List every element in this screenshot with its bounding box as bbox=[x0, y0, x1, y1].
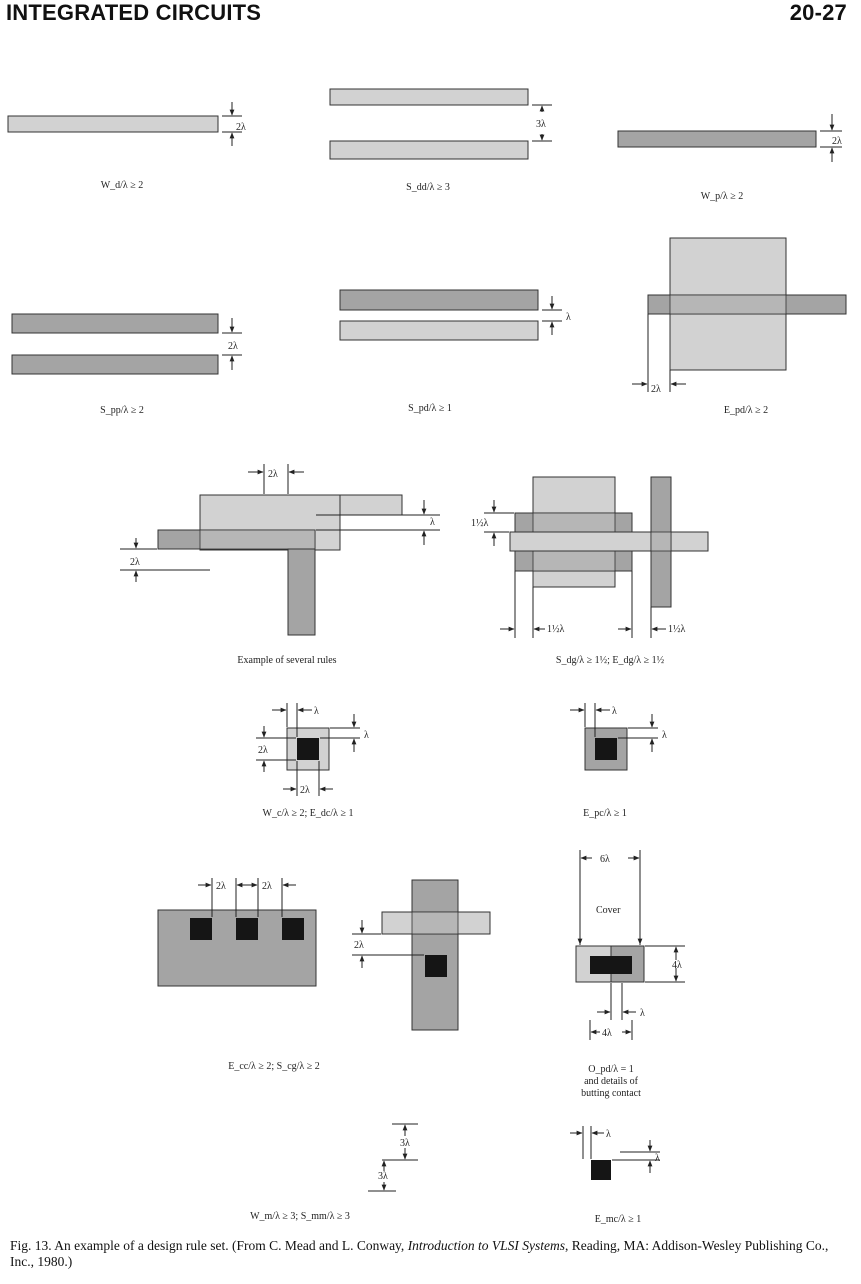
poly-leg bbox=[287, 548, 316, 636]
dim-label: 2λ bbox=[651, 384, 661, 395]
dim-label: 1½λ bbox=[547, 624, 565, 635]
dim-label: 2λ bbox=[216, 881, 226, 892]
diffusion-strip bbox=[339, 320, 539, 341]
dim-label: 2λ bbox=[130, 557, 140, 568]
dim-label: λ bbox=[606, 1129, 611, 1140]
rule-wm: 3λ 3λ W_m/λ ≥ 3; S_mm/λ ≥ 3 bbox=[250, 1123, 418, 1222]
dim-label: 2λ bbox=[258, 745, 268, 756]
dim-label: 2λ bbox=[354, 940, 364, 951]
rule-ecc: 2λ 2λ bbox=[157, 878, 317, 987]
page-number: 20-27 bbox=[789, 0, 847, 25]
dim-label: λ bbox=[364, 730, 369, 741]
rule-wp: 2λ W_p/λ ≥ 2 bbox=[617, 114, 842, 202]
contact-cut bbox=[425, 955, 447, 977]
diffusion-strip bbox=[7, 115, 219, 133]
contact-cut bbox=[297, 738, 319, 760]
dim-label: 4λ bbox=[602, 1028, 612, 1039]
dim-label: 1½λ bbox=[668, 624, 686, 635]
caption-several: Example of several rules bbox=[237, 655, 336, 666]
rule-wd: 2λ W_d/λ ≥ 2 bbox=[7, 102, 246, 191]
overlap-region bbox=[199, 529, 316, 550]
caption-spp: S_pp/λ ≥ 2 bbox=[100, 405, 144, 416]
dim-label: λ bbox=[612, 706, 617, 717]
rule-opd: 6λ Cover 4λ λ 4λ O_pd/λ = 1 and details … bbox=[575, 850, 685, 1099]
dim-label: λ bbox=[655, 1153, 660, 1164]
dim-label: 2λ bbox=[228, 341, 238, 352]
figure-caption: Fig. 13. An example of a design rule set… bbox=[10, 1238, 855, 1270]
contact-cut bbox=[595, 738, 617, 760]
contact-cut bbox=[282, 918, 304, 940]
overlap-region bbox=[669, 294, 787, 315]
caption-prefix: Fig. 13. An example of a design rule set… bbox=[10, 1238, 408, 1253]
rule-spp: 2λ S_pp/λ ≥ 2 bbox=[11, 313, 242, 416]
caption-wm: W_m/λ ≥ 3; S_mm/λ ≥ 3 bbox=[250, 1211, 350, 1222]
caption-opd-line3: butting contact bbox=[581, 1088, 641, 1099]
caption-ecc: E_cc/λ ≥ 2; S_cg/λ ≥ 2 bbox=[228, 1061, 320, 1072]
contact-cut bbox=[236, 918, 258, 940]
dim-label: 1½λ bbox=[471, 518, 489, 529]
rule-several: 2λ λ 2λ Example of several rules bbox=[120, 464, 440, 666]
poly-strip bbox=[617, 130, 817, 148]
caption-wd: W_d/λ ≥ 2 bbox=[101, 180, 144, 191]
dim-label: 3λ bbox=[378, 1171, 388, 1182]
design-rule-figure: .lt{fill:#d2d2d2;stroke:#333;stroke-widt… bbox=[7, 88, 847, 1225]
rule-spd: λ S_pd/λ ≥ 1 bbox=[339, 289, 571, 414]
caption-emc: E_mc/λ ≥ 1 bbox=[595, 1214, 641, 1225]
caption-opd-line2: and details of bbox=[584, 1076, 639, 1087]
dim-label: 2λ bbox=[262, 881, 272, 892]
caption-wc: W_c/λ ≥ 2; E_dc/λ ≥ 1 bbox=[263, 808, 354, 819]
dim-label: 3λ bbox=[400, 1138, 410, 1149]
dim-label: 6λ bbox=[600, 854, 610, 865]
caption-book-title: Introduction to VLSI Systems bbox=[407, 1238, 566, 1253]
rule-sdg: 1½λ 1½λ 1½λ S_dg/λ ≥ 1½; E_dg/λ ≥ 1½ bbox=[471, 476, 709, 666]
cover-label: Cover bbox=[596, 905, 621, 916]
rule-epc: λ λ E_pc/λ ≥ 1 bbox=[570, 703, 667, 819]
overlap-region bbox=[650, 531, 672, 552]
dim-label: λ bbox=[640, 1008, 645, 1019]
caption-sdg: S_dg/λ ≥ 1½; E_dg/λ ≥ 1½ bbox=[556, 655, 665, 666]
diffusion-strip bbox=[509, 531, 709, 552]
caption-wp: W_p/λ ≥ 2 bbox=[701, 191, 744, 202]
diffusion-strip bbox=[329, 88, 529, 106]
dim-label: 2λ bbox=[832, 136, 842, 147]
caption-suffix: , Reading, MA: Addison-Wesley Publishing… bbox=[10, 1238, 829, 1269]
caption-epc: E_pc/λ ≥ 1 bbox=[583, 808, 627, 819]
dim-label: λ bbox=[566, 312, 571, 323]
dim-label: 2λ bbox=[236, 122, 246, 133]
contact-cut bbox=[590, 956, 632, 974]
diffusion-strip bbox=[329, 140, 529, 160]
poly-strip bbox=[11, 313, 219, 334]
dim-label: 2λ bbox=[300, 785, 310, 796]
poly-strip bbox=[339, 289, 539, 311]
caption-opd: O_pd/λ = 1 bbox=[588, 1064, 634, 1075]
caption-sdd: S_dd/λ ≥ 3 bbox=[406, 182, 450, 193]
caption-spd: S_pd/λ ≥ 1 bbox=[408, 403, 452, 414]
caption-epd: E_pd/λ ≥ 2 bbox=[724, 405, 768, 416]
contact-cut bbox=[591, 1160, 611, 1180]
overlap-region bbox=[411, 911, 459, 935]
poly-strip bbox=[11, 354, 219, 375]
dim-label: λ bbox=[314, 706, 319, 717]
dim-label: λ bbox=[430, 517, 435, 528]
rule-emc: λ λ E_mc/λ ≥ 1 bbox=[570, 1126, 660, 1225]
rule-sdd: 3λ S_dd/λ ≥ 3 bbox=[329, 88, 552, 193]
contact-cut bbox=[190, 918, 212, 940]
dim-label: 3λ bbox=[536, 119, 546, 130]
dim-label: 4λ bbox=[672, 960, 682, 971]
dim-label: 2λ bbox=[268, 469, 278, 480]
section-title: INTEGRATED CIRCUITS bbox=[6, 0, 262, 25]
rule-wc: λ λ 2λ 2λ W_c/λ ≥ 2; E_dc/λ ≥ 1 bbox=[256, 703, 369, 819]
dim-label: λ bbox=[662, 730, 667, 741]
rule-epd: 2λ E_pd/λ ≥ 2 bbox=[632, 237, 847, 416]
rule-scg: 2λ E_cc/λ ≥ 2; S_cg/λ ≥ 2 bbox=[228, 879, 491, 1072]
